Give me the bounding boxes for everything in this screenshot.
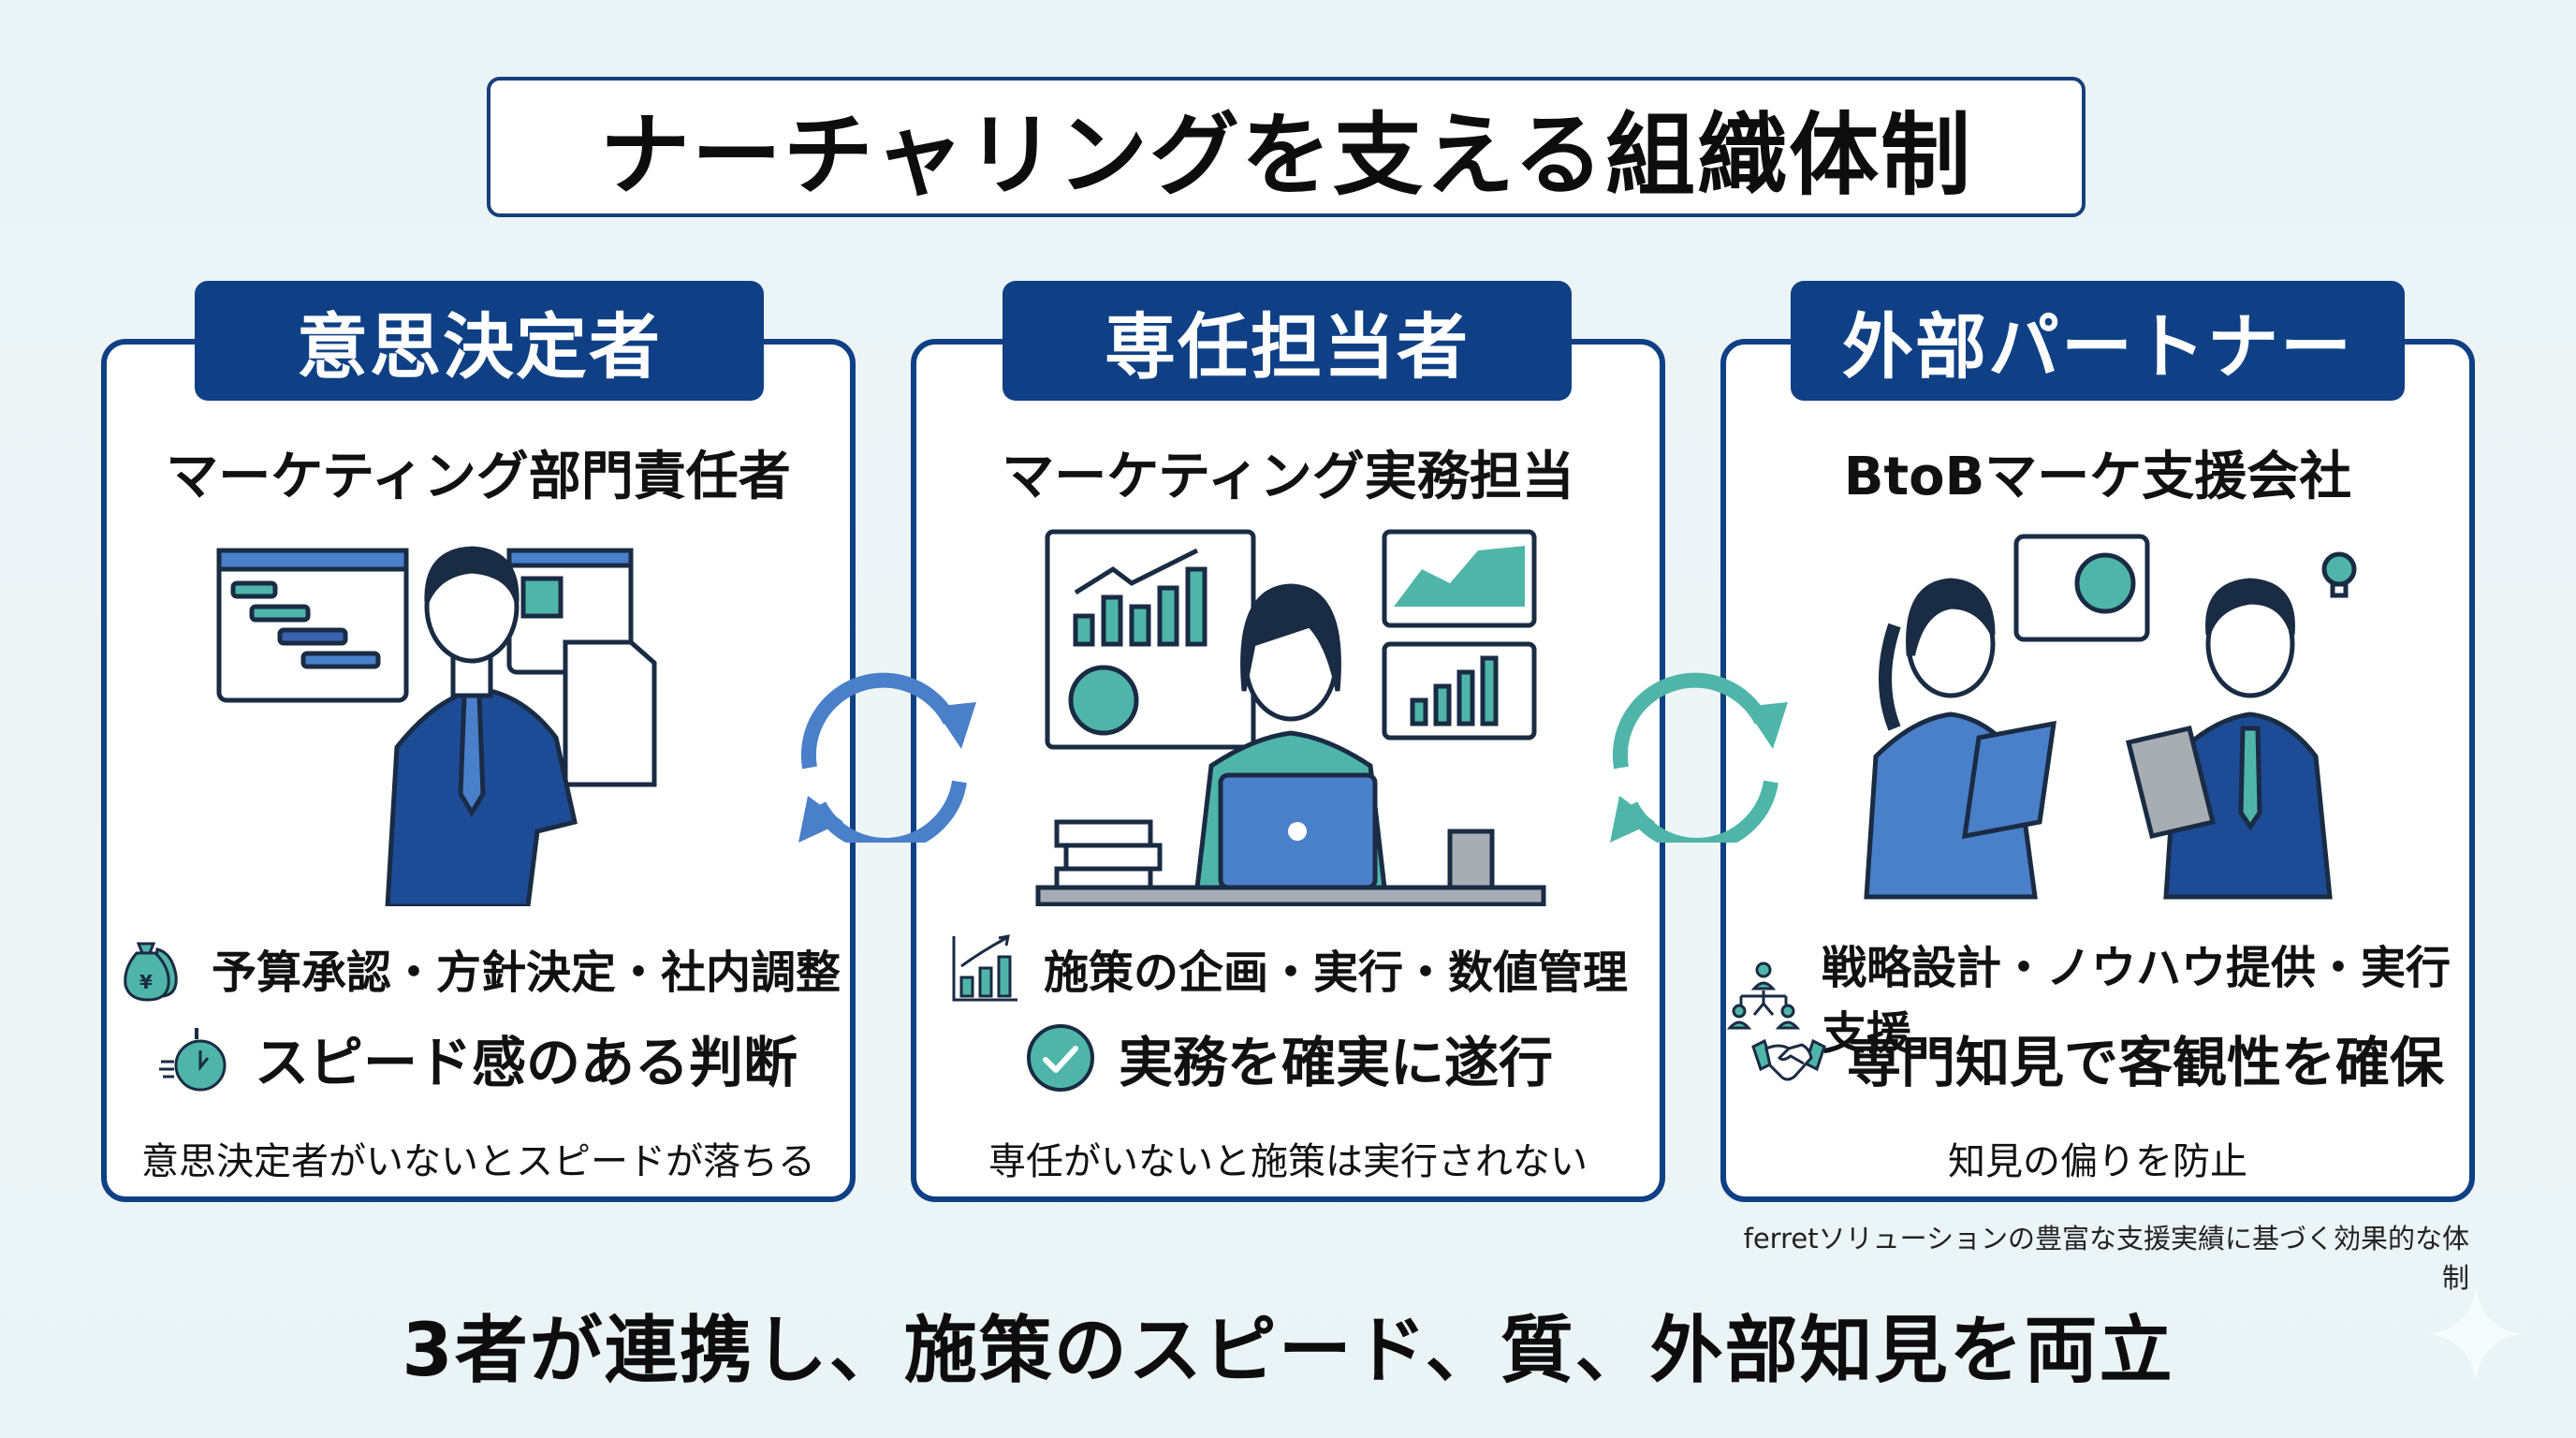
feature-row: 戦略設計・ノウハウ提供・実行支援 [1726, 931, 2469, 1062]
sparkle-icon [2429, 1287, 2523, 1381]
businessman-illustration [216, 546, 657, 906]
card-decision-maker: マーケティング部門責任者 ¥ 予算承認・方針決定・社内調整 [101, 339, 856, 1202]
feature-row: 施策の企画・実行・数値管理 [916, 931, 1660, 1005]
page-title: ナーチャリングを支える組織体制 [599, 102, 1973, 208]
feature-text: 戦略設計・ノウハウ提供・実行支援 [1822, 942, 2452, 1060]
role-label-decision-maker: 意思決定者 [195, 281, 764, 401]
title-box: ナーチャリングを支える組織体制 [487, 77, 2086, 217]
feature-row: 専門知見で客観性を確保 [1726, 1019, 2469, 1097]
card-subtitle: BtoBマーケ支援会社 [1843, 447, 2352, 507]
cycle-arrows-icon [1610, 672, 1788, 843]
card-dedicated-staff: マーケティング実務担当 [911, 339, 1665, 1202]
money-bags-yen-icon: ¥ [124, 942, 178, 1002]
card-note: 意思決定者がいないとスピードが落ちる [141, 1140, 815, 1183]
card-external-partner: BtoBマーケ支援会社 戦略設計・ノウハ [1720, 339, 2475, 1202]
bar-chart-growth-icon [952, 934, 1017, 1002]
card-subtitle: マーケティング実務担当 [1002, 447, 1574, 507]
woman-at-laptop-illustration [1035, 529, 1546, 906]
svg-text:¥: ¥ [139, 971, 153, 993]
handshake-icon [1751, 1038, 1826, 1081]
feature-row: 実務を確実に遂行 [916, 1019, 1660, 1097]
feature-text: 施策の企画・実行・数値管理 [1043, 946, 1628, 999]
check-circle-icon [1026, 1024, 1094, 1092]
consultants-illustration [1864, 534, 2357, 900]
feature-text: スピード感のある判断 [254, 1031, 798, 1094]
card-subtitle: マーケティング部門責任者 [166, 447, 791, 507]
feature-text: 専門知見で客観性を確保 [1846, 1031, 2444, 1094]
credit-note: ferretソリューションの豊富な支援実績に基づく効果的な体制 [1743, 1223, 2469, 1294]
feature-row: ¥ 予算承認・方針決定・社内調整 [107, 931, 850, 1005]
role-label-dedicated-staff: 専任担当者 [1003, 281, 1572, 401]
cycle-arrows-icon [798, 672, 976, 843]
feature-text: 実務を確実に遂行 [1118, 1031, 1553, 1094]
conclusion-text: 3者が連携し、施策のスピード、質、外部知見を両立 [402, 1309, 2174, 1393]
role-label-external-partner: 外部パートナー [1791, 281, 2405, 401]
card-note: 知見の偏りを防止 [1948, 1140, 2247, 1183]
stopwatch-icon [158, 1028, 227, 1092]
org-hierarchy-icon [1726, 961, 1801, 1030]
card-note: 専任がいないと施策は実行されない [988, 1140, 1588, 1183]
feature-row: スピード感のある判断 [107, 1019, 850, 1097]
feature-text: 予算承認・方針決定・社内調整 [211, 946, 841, 999]
